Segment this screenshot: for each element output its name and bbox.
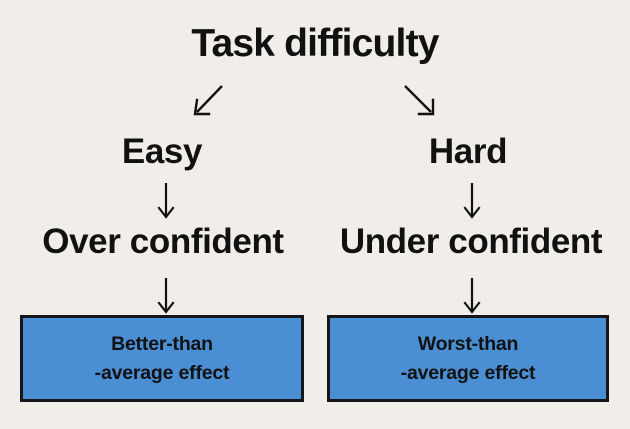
- arrow-down-icon-hard: [463, 183, 481, 219]
- branch-label-over-confident: Over confident: [42, 222, 284, 261]
- page-title: Task difficulty: [191, 22, 439, 65]
- arrow-down-icon-under-confident: [463, 278, 481, 314]
- outcome-box-line-1: Better-than: [111, 333, 213, 356]
- branch-label-hard: Hard: [428, 132, 508, 171]
- arrow-down-right-icon: [404, 85, 435, 116]
- branch-label-under-confident: Under confident: [339, 222, 603, 261]
- outcome-box-line-2: -average effect: [400, 361, 536, 384]
- arrow-down-icon-easy: [157, 183, 175, 219]
- outcome-box-line-1: Worst-than: [417, 333, 519, 356]
- outcome-box-better-than-average: Better-than -average effect: [20, 315, 304, 402]
- outcome-box-line-2: -average effect: [94, 361, 230, 384]
- outcome-box-worst-than-average: Worst-than -average effect: [327, 315, 609, 402]
- branch-label-easy: Easy: [121, 132, 203, 171]
- arrow-down-icon-over-confident: [157, 278, 175, 314]
- arrow-down-left-icon: [193, 85, 223, 116]
